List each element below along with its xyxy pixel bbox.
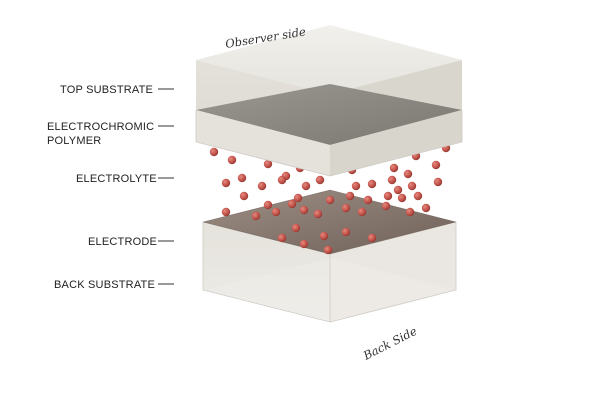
ion-particle: [363, 195, 373, 205]
ion-particle: [341, 227, 351, 237]
top-substrate-label: TOP SUBSTRATE: [60, 84, 153, 96]
ion-particle: [277, 175, 287, 185]
ion-particle: [341, 203, 351, 213]
back-side-label: Back Side: [360, 324, 419, 363]
top-substrate-top-face: [196, 25, 462, 94]
ion-particle: [221, 178, 231, 188]
ion-particle: [299, 205, 309, 215]
ion-particle: [221, 207, 231, 217]
ion-particle: [263, 159, 273, 169]
ion-particle: [313, 209, 323, 219]
electrochromic-polymer: [196, 84, 462, 145]
ion-particle: [293, 193, 303, 203]
ion-particle: [405, 207, 415, 217]
ion-particle: [209, 147, 219, 157]
ion-particle: [251, 211, 261, 221]
ion-particle: [367, 179, 377, 189]
ion-particle: [257, 181, 267, 191]
ion-particle: [237, 173, 247, 183]
ion-particle: [351, 181, 361, 191]
ion-particle: [319, 231, 329, 241]
electrolyte-label: ELECTROLYTE: [76, 173, 157, 185]
ion-particle: [227, 155, 237, 165]
ion-particle: [277, 233, 287, 243]
ion-particle: [403, 169, 413, 179]
ion-particle: [387, 175, 397, 185]
ion-particle: [287, 199, 297, 209]
ion-particle: [381, 201, 391, 211]
electrode-top-edge: [202, 189, 457, 255]
ion-particle: [421, 203, 431, 213]
ion-particle: [315, 175, 325, 185]
ion-particle: [413, 191, 423, 201]
ion-particle: [397, 193, 407, 203]
ion-particle: [301, 181, 311, 191]
back-substrate: [202, 222, 457, 323]
ion-particle: [407, 181, 417, 191]
ion-particle: [433, 177, 443, 187]
ion-particle: [389, 163, 399, 173]
ion-particle: [431, 160, 441, 170]
ion-particle: [383, 191, 393, 201]
ion-particle: [393, 185, 403, 195]
top-substrate-lower-left-face: [196, 110, 330, 176]
electrolyte-ions: [209, 143, 451, 255]
ion-particle: [323, 245, 333, 255]
electrochromic-polymer-label-line2: POLYMER: [47, 135, 101, 147]
ion-particle: [239, 191, 249, 201]
back-substrate-label: BACK SUBSTRATE: [54, 279, 155, 291]
ion-particle: [357, 207, 367, 217]
ion-particle: [367, 233, 377, 243]
electrode-label: ELECTRODE: [88, 236, 157, 248]
top-substrate-lower-right-face: [330, 110, 462, 176]
ion-particle: [291, 223, 301, 233]
ion-particle: [325, 195, 335, 205]
ion-particle: [263, 200, 273, 210]
ion-particle: [345, 191, 355, 201]
ion-particle: [299, 239, 309, 249]
top-substrate-lower-band: [195, 110, 463, 177]
ion-particle: [271, 207, 281, 217]
electrochromic-polymer-label-line1: ELECTROCHROMIC: [47, 121, 154, 133]
